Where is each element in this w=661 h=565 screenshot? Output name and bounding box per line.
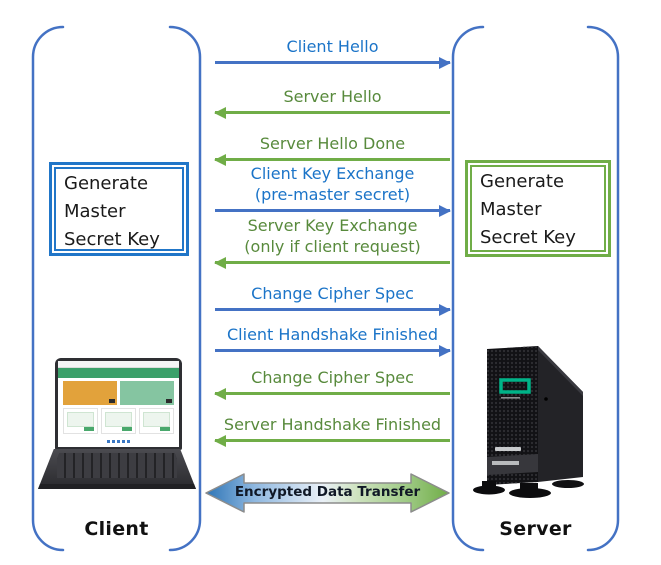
hero-card-green [120,381,174,405]
server-generate-key-text: Generate Master Secret Key [470,165,606,252]
box-text-line: Generate [480,171,565,192]
right-arrow-icon [215,344,451,357]
box-text-line: Secret Key [64,229,160,250]
webpage-card [139,408,174,434]
box-text-line: Master [480,199,542,220]
box-text-line: Master [64,201,126,222]
message-client-hello: Client Hello [215,36,451,69]
server-keyhole [544,397,548,401]
message-change-cipher-spec-server: Change Cipher Spec [214,367,450,400]
laptop-keys [56,453,178,478]
encrypted-data-transfer-arrow: Encrypted Data Transfer [205,472,450,514]
server-side-edge [538,346,583,396]
webpage-footer [58,435,179,447]
message-server-hello-done: Server Hello Done [214,133,450,166]
message-label: Client Key Exchange [250,164,415,183]
hero-card-yellow [63,381,117,405]
hpe-logo-icon [499,378,531,394]
right-arrow-icon [215,204,451,217]
webpage-cards [58,407,179,435]
box-text-line: Secret Key [480,227,576,248]
server-lane-left-bracket [451,25,485,552]
message-client-key-exchange: Client Key Exchange (pre-master secret) [215,163,451,217]
left-arrow-icon [214,387,450,400]
message-label: Server Hello [283,87,382,106]
message-server-handshake-finished: Server Handshake Finished [214,414,450,447]
message-client-handshake-finished: Client Handshake Finished [215,324,451,357]
left-arrow-icon [214,434,450,447]
server-lane-right-bracket [586,25,620,552]
server-tower-image [473,346,584,498]
message-label: Client Handshake Finished [227,325,438,344]
client-label: Client [84,518,149,540]
right-arrow-icon [215,303,451,316]
double-arrow-icon [205,473,450,513]
server-foot-left-pad [473,485,505,495]
message-sub-label: (only if client request) [244,237,421,256]
server-label: Server [499,518,572,540]
client-lane-left-bracket [31,25,65,552]
server-logo-text [501,397,520,399]
message-server-hello: Server Hello [214,86,450,119]
client-generate-key-text: Generate Master Secret Key [54,167,184,251]
left-arrow-icon [214,153,450,166]
webpage-card [63,408,98,434]
server-side-panel [538,346,583,482]
server-foot-right-pad [552,480,584,488]
message-sub-label: (pre-master secret) [254,185,411,204]
message-label: Client Hello [286,37,379,56]
right-arrow-icon [215,56,451,69]
server-foot-left [482,481,496,489]
server-lower-label [492,461,519,465]
webpage-card [101,408,136,434]
laptop-webpage [58,361,179,447]
message-label: Change Cipher Spec [251,284,414,303]
client-lane-right-bracket [168,25,202,552]
encrypted-data-transfer-label: Encrypted Data Transfer [234,484,421,500]
box-text-line: Generate [64,173,149,194]
server-foot-mid [520,483,538,492]
browser-bar [58,361,179,368]
message-label: Server Key Exchange [247,216,418,235]
laptop-keyboard-base [38,449,196,489]
handshake-messages: Client Hello Server Hello Server Hello D… [214,0,451,470]
client-generate-key-box: Generate Master Secret Key [49,162,189,256]
server-label-strip [495,447,521,451]
laptop-image [38,356,196,496]
message-label: Server Handshake Finished [223,415,442,434]
webpage-hero [58,378,179,407]
server-generate-key-box: Generate Master Secret Key [465,160,611,257]
server-foot-mid-pad [509,488,551,498]
message-server-key-exchange: Server Key Exchange (only if client requ… [214,215,450,269]
left-arrow-icon [214,256,450,269]
webpage-navbar [58,368,179,378]
laptop-screen [55,358,182,450]
message-change-cipher-spec-client: Change Cipher Spec [215,283,451,316]
message-label: Server Hello Done [259,134,406,153]
left-arrow-icon [214,106,450,119]
message-label: Change Cipher Spec [251,368,414,387]
